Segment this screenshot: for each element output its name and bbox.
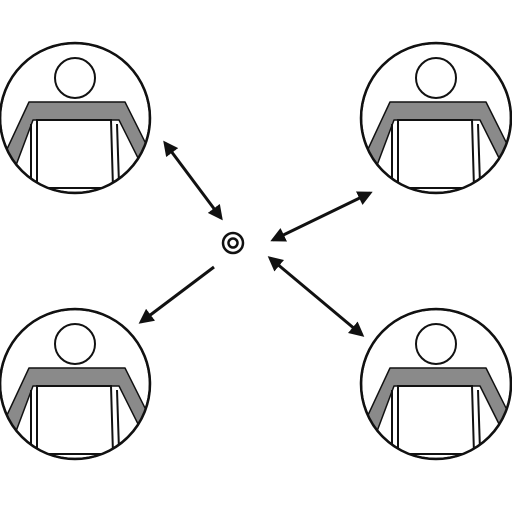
arrow-hub-bottom-left	[138, 265, 215, 324]
arrow-hub-top-left	[163, 140, 223, 221]
target-icon	[221, 231, 245, 255]
arrow-hub-bottom-right	[267, 256, 365, 337]
arrow-hub-top-right	[270, 191, 373, 242]
